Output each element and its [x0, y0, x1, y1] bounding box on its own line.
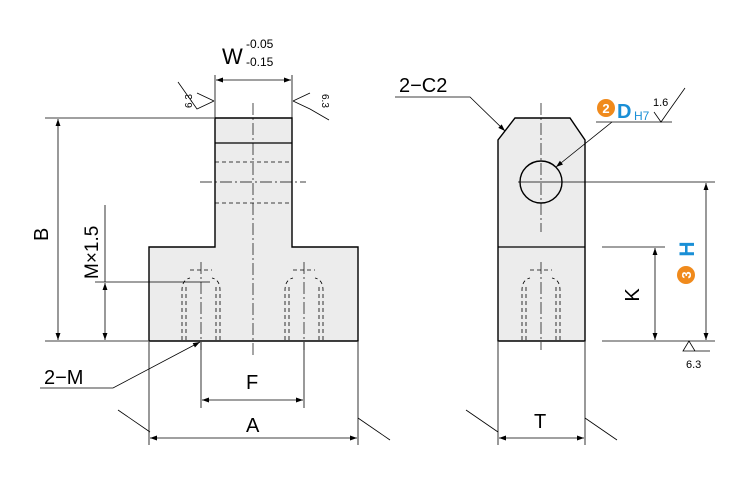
h-label: H	[676, 241, 699, 256]
f-label: F	[246, 372, 258, 394]
k-label: K	[622, 288, 644, 302]
t-label: T	[534, 411, 546, 433]
roughness-value-bottom: 6.3	[686, 359, 701, 371]
side-threaded-hole	[521, 269, 561, 340]
front-view-outline	[148, 117, 359, 342]
chamfer-leader-line	[395, 96, 506, 132]
height-badge-number: 3	[679, 271, 694, 278]
front-view: W -0.05 -0.15 6.3 6.3 B M×1.5 2−M F	[31, 37, 391, 445]
thread-label: 2−M	[44, 367, 83, 389]
thread-depth-label: M×1.5	[82, 226, 103, 279]
hole-fit-label: H7	[634, 109, 650, 123]
roughness-symbol-bottom	[682, 340, 710, 352]
roughness-symbol-left	[177, 81, 215, 110]
b-label: B	[31, 228, 53, 241]
t-edge-slash-right	[584, 417, 618, 441]
hole-roughness-symbol	[653, 87, 686, 123]
front-hidden-lines-upper	[215, 161, 292, 204]
a-edge-slash-left	[117, 409, 151, 433]
hole-badge	[597, 99, 615, 117]
roughness-value-left: 6.3	[184, 94, 195, 108]
w-tolerance-lower: -0.15	[246, 55, 274, 69]
a-edge-slash-right	[357, 417, 391, 441]
thread-leader-line	[40, 341, 201, 389]
hole-label: D	[617, 101, 631, 123]
roughness-symbol-right	[292, 92, 330, 121]
front-centerlines	[200, 103, 306, 355]
chamfer-label: 2−C2	[399, 75, 447, 97]
w-label: W	[222, 44, 243, 69]
w-tolerance-upper: -0.05	[246, 37, 274, 51]
height-badge	[677, 266, 695, 284]
side-view: 3 H K 6.3 T 2−C2 2 D H7 1.6	[395, 75, 715, 445]
t-edge-slash-left	[465, 409, 499, 433]
hole-badge-number: 2	[602, 101, 609, 116]
hole-roughness-value: 1.6	[653, 97, 668, 109]
side-view-outline	[497, 117, 586, 342]
roughness-value-right: 6.3	[319, 94, 330, 108]
hole-leader-line	[555, 121, 613, 168]
a-label: A	[246, 415, 260, 437]
